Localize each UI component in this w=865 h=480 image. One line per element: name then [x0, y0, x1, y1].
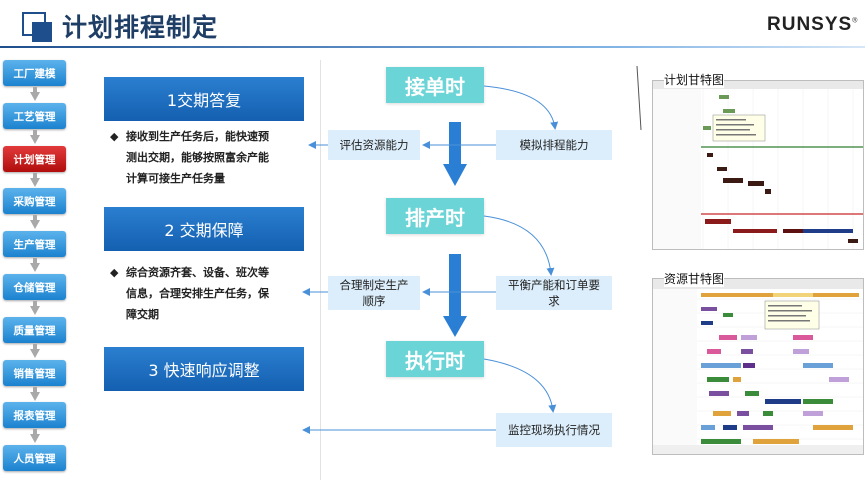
page-title: 计划排程制定: [62, 13, 219, 42]
delivery-reply-text: ◆ 接收到生产任务后，能快速预 测出交期，能够按照富余产能 计算可接生产任务量: [110, 126, 305, 189]
sidebar-item-4[interactable]: 采购管理: [3, 188, 66, 214]
sidebar-item-2[interactable]: 工艺管理: [3, 103, 66, 129]
sequence-line-2: 顺序: [362, 294, 386, 308]
plan-gantt-image: [653, 81, 863, 249]
column-divider: [320, 60, 321, 480]
stage-order-received: 接单时: [386, 67, 484, 103]
down-arrow-1: [443, 122, 467, 186]
balance-capacity-box: 平衡产能和订单要 求: [496, 276, 612, 310]
sidebar-connector: [33, 258, 37, 264]
resource-gantt-label: 资源甘特图: [664, 270, 725, 287]
delivery-reply-line-2: 测出交期，能够按照富余产能: [126, 151, 269, 164]
sidebar-connector: [33, 87, 37, 93]
evaluate-capacity-box: 评估资源能力: [328, 130, 420, 160]
callout-line: [636, 65, 642, 131]
stage-scheduling: 排产时: [386, 198, 484, 234]
delivery-reply-box: 1交期答复: [104, 77, 304, 121]
sidebar-item-3[interactable]: 计划管理: [3, 146, 66, 172]
sidebar-connector: [33, 215, 37, 221]
delivery-guarantee-line-1: 综合资源齐套、设备、班次等: [126, 266, 269, 279]
sidebar-item-5[interactable]: 生产管理: [3, 231, 66, 257]
resource-gantt-image: [653, 279, 863, 454]
resource-gantt-screenshot: [652, 278, 864, 455]
delivery-reply-line-1: 接收到生产任务后，能快速预: [126, 130, 269, 143]
sidebar-connector: [33, 387, 37, 393]
sidebar-connector: [33, 301, 37, 307]
sidebar-down-arrow-icon: [30, 434, 40, 443]
delivery-guarantee-line-2: 信息，合理安排生产任务，保: [126, 287, 269, 300]
monitor-execution-box: 监控现场执行情况: [496, 413, 612, 447]
sidebar-connector: [33, 130, 37, 136]
registered-mark: ®: [852, 17, 859, 25]
logo-mark: [22, 12, 52, 42]
curve-arrow-2: [483, 215, 555, 276]
brand-name: RUNSYS: [767, 14, 853, 35]
delivery-guarantee-text: ◆ 综合资源齐套、设备、班次等 信息，合理安排生产任务，保 障交期: [110, 262, 305, 325]
header-divider: [0, 46, 865, 48]
delivery-guarantee-box: 2 交期保障: [104, 207, 304, 251]
sidebar-down-arrow-icon: [30, 135, 40, 144]
sidebar-connector: [33, 429, 37, 435]
balance-line-2: 求: [548, 294, 560, 308]
curve-arrow-1: [483, 85, 559, 130]
sidebar-item-6[interactable]: 仓储管理: [3, 274, 66, 300]
bullet-icon: ◆: [110, 130, 119, 143]
bullet-icon: ◆: [110, 266, 119, 279]
stage-execution: 执行时: [386, 341, 484, 377]
sequence-line-1: 合理制定生产: [339, 278, 409, 292]
delivery-guarantee-line-3: 障交期: [126, 308, 159, 321]
sidebar-down-arrow-icon: [30, 392, 40, 401]
delivery-reply-line-3: 计算可接生产任务量: [126, 172, 225, 185]
sidebar-down-arrow-icon: [30, 263, 40, 272]
quick-response-box: 3 快速响应调整: [104, 347, 304, 391]
sidebar-down-arrow-icon: [30, 220, 40, 229]
sidebar-item-8[interactable]: 销售管理: [3, 360, 66, 386]
brand-logo: RUNSYS®: [767, 14, 858, 36]
simulate-scheduling-box: 模拟排程能力: [496, 130, 612, 160]
sidebar-connector: [33, 173, 37, 179]
sidebar-item-10[interactable]: 人员管理: [3, 445, 66, 471]
sequence-box: 合理制定生产 顺序: [328, 276, 420, 310]
down-arrow-2: [443, 254, 467, 337]
balance-line-1: 平衡产能和订单要: [508, 278, 600, 292]
sidebar-item-7[interactable]: 质量管理: [3, 317, 66, 343]
sidebar-item-9[interactable]: 报表管理: [3, 402, 66, 428]
sidebar-down-arrow-icon: [30, 178, 40, 187]
sidebar-down-arrow-icon: [30, 92, 40, 101]
sidebar-down-arrow-icon: [30, 306, 40, 315]
sidebar-connector: [33, 344, 37, 350]
plan-gantt-screenshot: [652, 80, 864, 250]
curve-arrow-3: [483, 358, 557, 413]
sidebar-item-1[interactable]: 工厂建模: [3, 60, 66, 86]
sidebar-down-arrow-icon: [30, 349, 40, 358]
plan-gantt-label: 计划甘特图: [664, 71, 725, 88]
